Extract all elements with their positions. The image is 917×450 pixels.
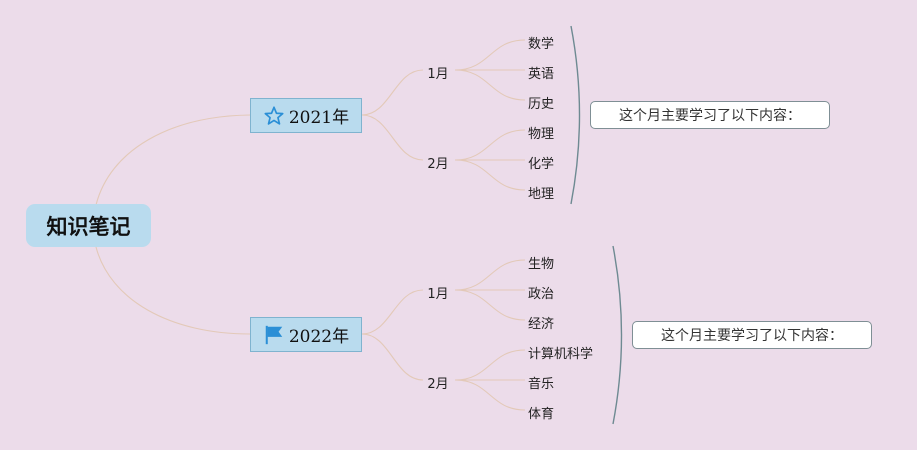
flag-icon (263, 324, 285, 346)
subject-node[interactable]: 生物 (528, 253, 554, 272)
connector-root-2022 (95, 246, 251, 335)
summary-brace-2021 (570, 25, 581, 205)
subject-label: 物理 (528, 127, 555, 142)
subject-node[interactable]: 政治 (528, 283, 554, 302)
subject-node[interactable]: 音乐 (528, 373, 554, 392)
subject-label: 数学 (528, 37, 555, 52)
connector-2021-feb-s3 (454, 159, 526, 191)
month-label: 1月 (427, 287, 449, 302)
summary-label: 这个月主要学习了以下内容： (619, 108, 801, 124)
month-label: 2月 (427, 377, 449, 392)
connector-2021-feb-s1 (454, 129, 526, 161)
connector-2022-jan (361, 289, 424, 335)
month-label: 2月 (427, 157, 449, 172)
subject-label: 体育 (528, 407, 555, 422)
connector-2022-jan-s1 (454, 259, 526, 291)
subject-label: 地理 (528, 187, 555, 202)
subject-node[interactable]: 数学 (528, 33, 554, 52)
topic-node-2021[interactable]: 2021年 (250, 98, 362, 133)
subject-label: 经济 (528, 317, 555, 332)
summary-label: 这个月主要学习了以下内容： (661, 328, 843, 344)
subject-label: 计算机科学 (528, 347, 594, 362)
topic-label-2021: 2021年 (288, 108, 350, 128)
connector-2021-jan (361, 69, 424, 116)
subject-node[interactable]: 体育 (528, 403, 554, 422)
connector-2022-feb-s3 (454, 379, 526, 411)
connector-2022-jan-s3 (454, 289, 526, 321)
subject-node[interactable]: 经济 (528, 313, 554, 332)
subject-node[interactable]: 地理 (528, 183, 554, 202)
connector-2021-jan-s3 (454, 69, 526, 101)
topic-node-2022[interactable]: 2022年 (250, 317, 362, 352)
connector-root-2021 (95, 114, 251, 206)
subject-node[interactable]: 计算机科学 (528, 343, 593, 362)
summary-node-2022[interactable]: 这个月主要学习了以下内容： (632, 321, 872, 349)
connector-2022-feb-s1 (454, 349, 526, 381)
month-node-2021-feb[interactable]: 2月 (423, 153, 453, 172)
connector-2021-jan-s1 (454, 39, 526, 71)
subject-label: 英语 (528, 67, 555, 82)
month-node-2022-jan[interactable]: 1月 (423, 283, 453, 302)
month-node-2021-jan[interactable]: 1月 (423, 63, 453, 82)
root-topic-node[interactable]: 知识笔记 (26, 204, 151, 247)
summary-brace-2022 (612, 245, 623, 425)
subject-node[interactable]: 物理 (528, 123, 554, 142)
subject-label: 生物 (528, 257, 555, 272)
subject-label: 化学 (528, 157, 555, 172)
summary-node-2021[interactable]: 这个月主要学习了以下内容： (590, 101, 830, 129)
subject-node[interactable]: 化学 (528, 153, 554, 172)
subject-label: 音乐 (528, 377, 555, 392)
connector-2022-feb (361, 333, 424, 381)
month-label: 1月 (427, 67, 449, 82)
month-node-2022-feb[interactable]: 2月 (423, 373, 453, 392)
connector-2021-feb (361, 114, 424, 161)
star-icon (263, 105, 285, 127)
topic-label-2022: 2022年 (288, 327, 350, 347)
root-topic-label: 知识笔记 (46, 214, 131, 239)
subject-label: 历史 (528, 97, 555, 112)
subject-node[interactable]: 英语 (528, 63, 554, 82)
subject-label: 政治 (528, 287, 555, 302)
subject-node[interactable]: 历史 (528, 93, 554, 112)
